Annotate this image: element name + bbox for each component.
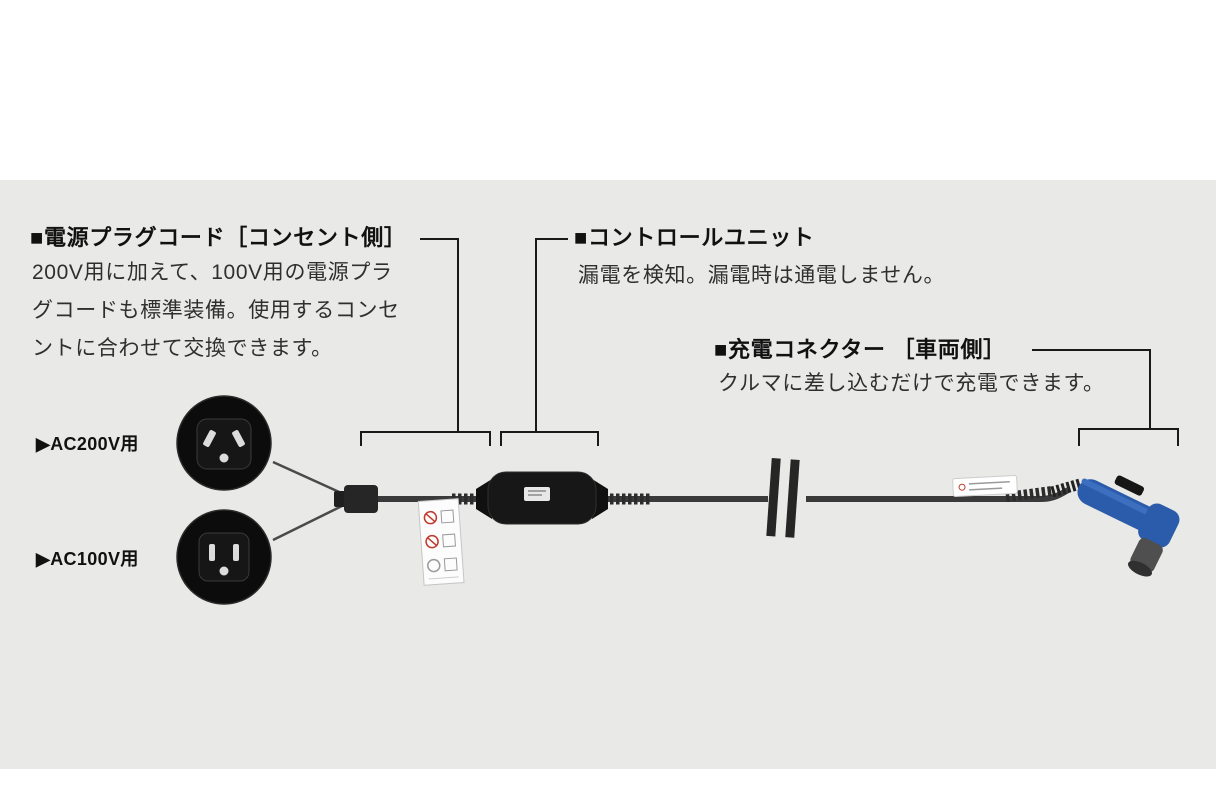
ac200-plug-label: ▶AC200V用 — [36, 434, 139, 454]
connector-callout-line — [1032, 349, 1151, 428]
power-plug-cord-heading: ■電源プラグコード［コンセント側］ — [30, 225, 407, 250]
ac100-plug-label: ▶AC100V用 — [36, 549, 139, 569]
plug-description-line-3: ントに合わせて交換できます。 — [32, 337, 333, 360]
control-unit — [476, 471, 608, 525]
plug-option-converge-lines — [272, 460, 349, 542]
charging-connector-heading: ■充電コネクター ［車両側］ — [714, 337, 1006, 362]
plug-callout-line — [420, 238, 459, 431]
control-bracket — [500, 431, 599, 446]
ac100-plug-icon — [176, 509, 272, 605]
plug-bracket — [360, 431, 491, 446]
plug-description-line-2: グコードも標準装備。使用するコンセ — [32, 299, 400, 322]
power-plug-cord-description: 200V用に加えて、100V用の電源プラ グコードも標準装備。使用するコンセ ン… — [32, 254, 400, 368]
control-callout-line — [535, 238, 568, 431]
power-plug-connector — [334, 485, 378, 513]
control-unit-heading: ■コントロールユニット — [574, 225, 815, 250]
control-unit-description: 漏電を検知。漏電時は通電しません。 — [578, 264, 946, 287]
warning-tag-icon — [417, 498, 465, 586]
cable-break-icon — [766, 458, 800, 538]
plug-description-line-1: 200V用に加えて、100V用の電源プラ — [32, 261, 393, 284]
charging-connector-description: クルマに差し込むだけで充電できます。 — [718, 372, 1105, 395]
charging-connector-icon — [1050, 475, 1180, 577]
connector-bracket — [1078, 428, 1179, 446]
ac200-plug-icon — [176, 395, 272, 491]
caution-tag-icon — [952, 474, 1018, 498]
